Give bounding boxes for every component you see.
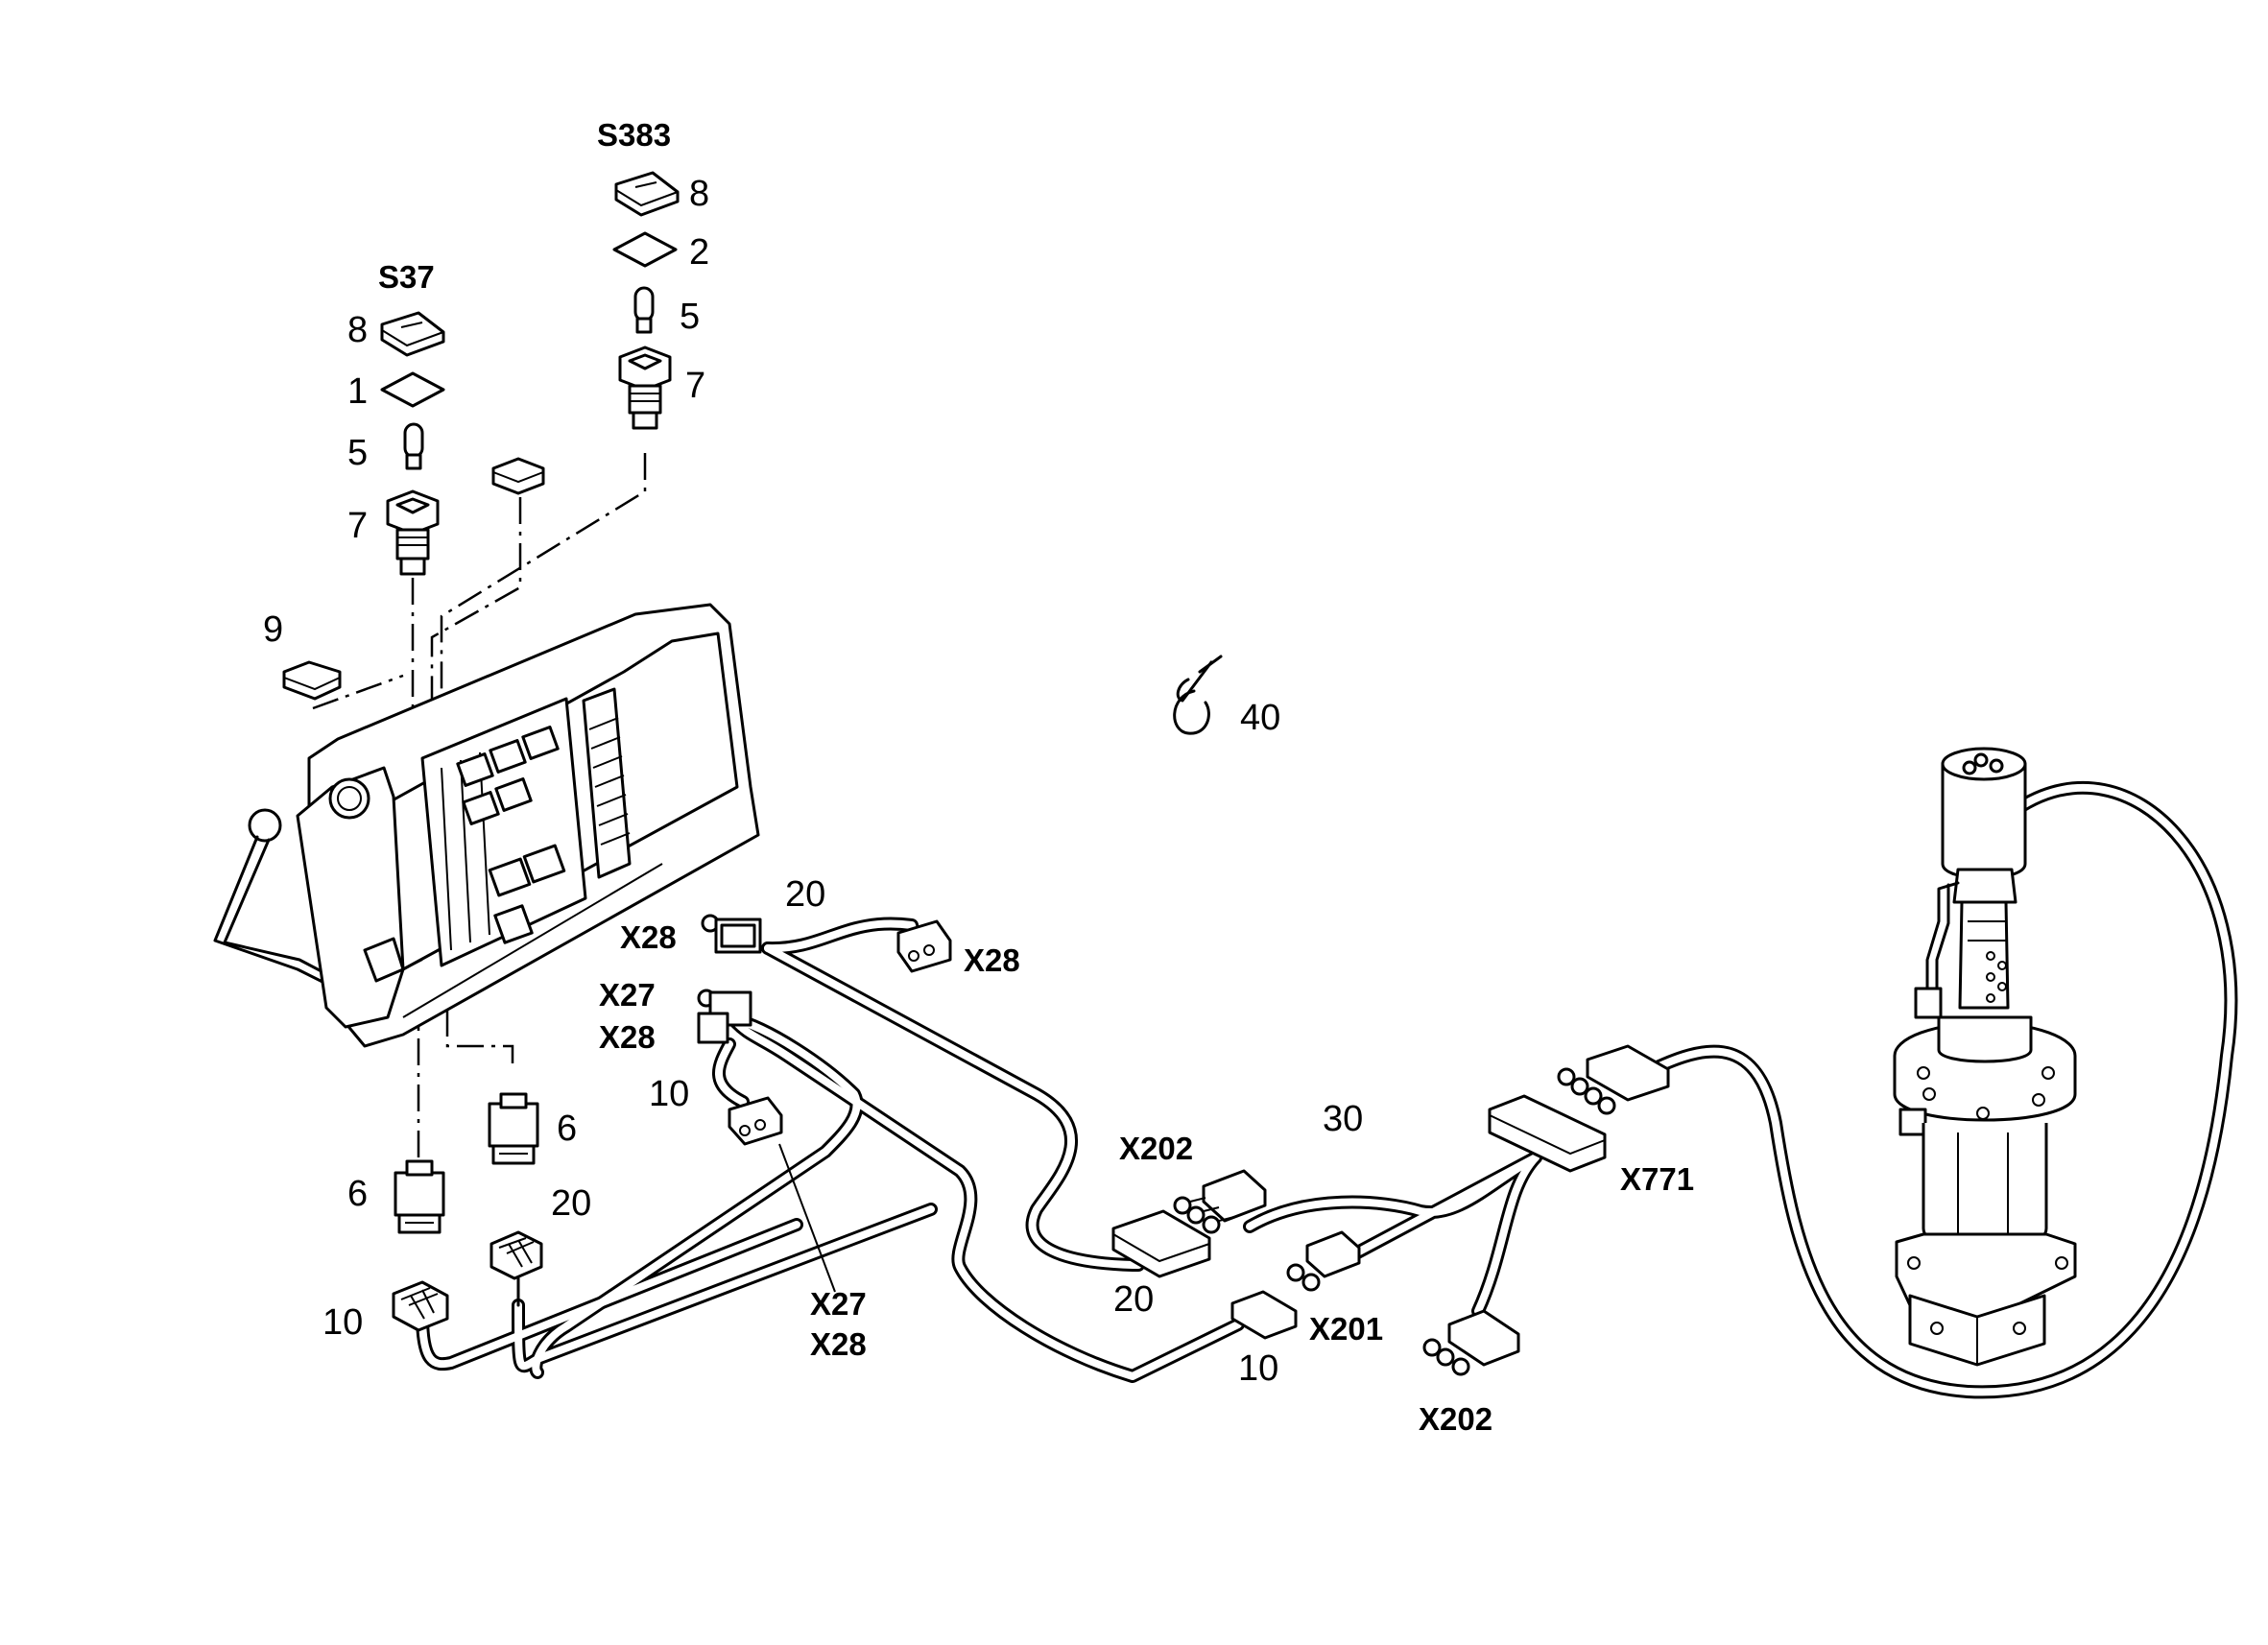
- label-s37: S37: [378, 259, 435, 295]
- label-item-20-connector: 20: [1113, 1279, 1154, 1320]
- leader-line: [778, 1143, 836, 1293]
- switch-body-icon: [618, 346, 672, 430]
- connector-x201: [1286, 1230, 1361, 1292]
- label-item-1: 1: [347, 371, 368, 412]
- label-x28-bottom: X28: [810, 1326, 867, 1362]
- label-item-7: 7: [685, 366, 705, 406]
- label-item-6-right: 6: [557, 1109, 577, 1149]
- connector-item-20: [1111, 1209, 1211, 1278]
- symbol-film-icon: [612, 231, 678, 268]
- label-x771: X771: [1620, 1161, 1694, 1197]
- assembly-lines: [312, 453, 647, 1157]
- label-x28-top: X28: [620, 919, 677, 955]
- connector-x28-right: [896, 919, 952, 973]
- label-x202-top: X202: [1119, 1131, 1193, 1166]
- label-item-8: 8: [689, 174, 709, 214]
- label-item-7: 7: [347, 506, 368, 546]
- switch-cap-icon: [380, 311, 445, 357]
- label-item-8: 8: [347, 310, 368, 350]
- label-x28-top-b: X28: [599, 1019, 656, 1055]
- connector-x202-bottom: [1422, 1309, 1520, 1376]
- connector-item-10-branch: [728, 1096, 783, 1146]
- label-item-10-plug: 10: [322, 1302, 363, 1343]
- socket-20: [489, 1230, 543, 1307]
- connector-x27-x28-top: [697, 989, 752, 1044]
- lever-knob-icon: [248, 808, 282, 843]
- switch-cap-icon: [614, 171, 680, 217]
- label-item-6-left: 6: [347, 1174, 368, 1214]
- control-console: [213, 603, 760, 1048]
- label-item-20-harness: 20: [785, 874, 825, 915]
- label-item-20-plug: 20: [551, 1183, 591, 1224]
- connector-x202-top: [1173, 1169, 1267, 1234]
- label-item-2: 2: [689, 232, 709, 273]
- switch-body-icon: [386, 489, 440, 576]
- cable-clip-icon: 40: [1173, 655, 1280, 738]
- label-x28-right: X28: [964, 942, 1020, 978]
- label-x201: X201: [1309, 1311, 1383, 1347]
- bulb-icon: [633, 286, 655, 334]
- label-s383: S383: [597, 117, 671, 153]
- label-item-5: 5: [347, 433, 368, 473]
- label-x27-top: X27: [599, 977, 656, 1013]
- label-item-40: 40: [1240, 698, 1280, 738]
- socket-10: [392, 1280, 449, 1332]
- label-item-5: 5: [680, 297, 700, 337]
- connector-item-10: [1230, 1290, 1298, 1340]
- bulb-icon: [403, 422, 424, 470]
- label-x27-bottom: X27: [810, 1286, 867, 1322]
- switch-group-s37: S37 8 1 5 7: [347, 259, 445, 576]
- label-item-10-connector: 10: [1238, 1348, 1278, 1389]
- steering-valve-assembly: [1893, 747, 2077, 1367]
- symbol-film-icon: [380, 371, 445, 408]
- blanking-plug-icon: [491, 457, 545, 495]
- connector-x771: [1557, 1044, 1670, 1115]
- connector-x28-top: [701, 914, 762, 954]
- label-x202-bottom: X202: [1419, 1401, 1492, 1437]
- switch-group-s383: S383 8 2 5 7: [597, 117, 709, 430]
- label-item-30: 30: [1323, 1099, 1363, 1139]
- connector-item-30: [1488, 1094, 1607, 1173]
- label-item-9: 9: [263, 609, 283, 650]
- label-item-10-branch: 10: [649, 1074, 689, 1114]
- blanking-plug-9: 9: [263, 609, 342, 701]
- relay-6-left: [394, 1159, 445, 1234]
- relay-6-right: [488, 1092, 539, 1165]
